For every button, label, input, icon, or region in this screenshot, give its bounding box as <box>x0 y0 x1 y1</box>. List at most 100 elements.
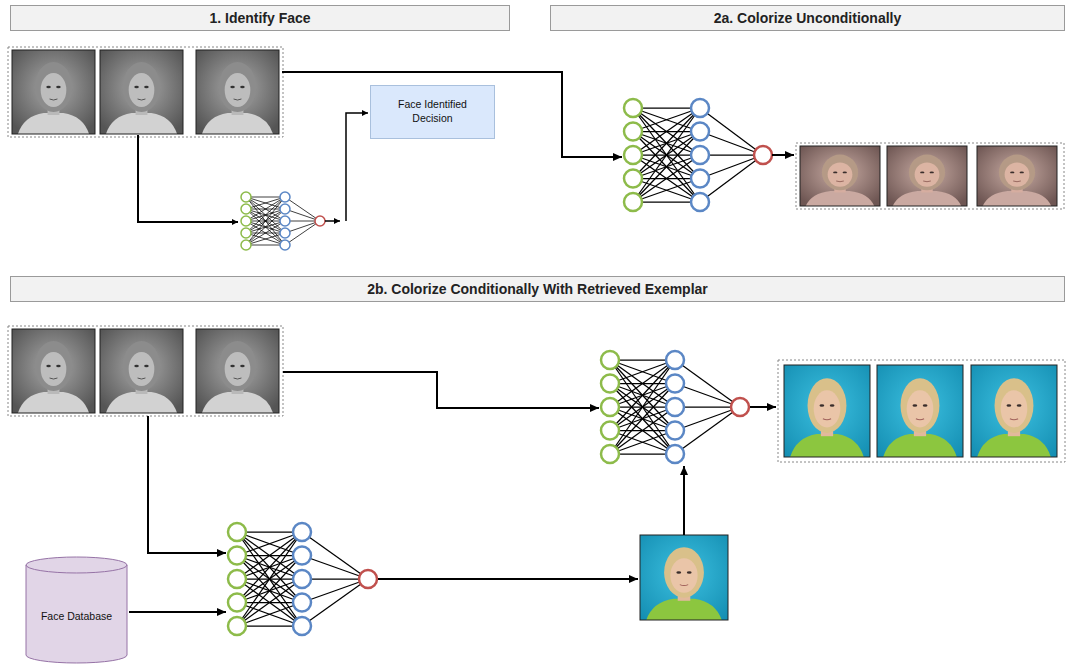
network-link <box>633 108 700 132</box>
input-neuron <box>601 351 619 369</box>
hidden-neuron <box>666 445 684 463</box>
network-link <box>633 108 700 179</box>
flow-arrow <box>138 135 238 222</box>
network-link <box>610 431 675 455</box>
section-header: 2b. Colorize Conditionally With Retrieve… <box>10 276 1065 302</box>
hidden-neuron <box>280 240 290 250</box>
hidden-neuron <box>691 170 709 188</box>
section-header: 2a. Colorize Unconditionally <box>550 5 1065 31</box>
input-neuron <box>241 204 251 214</box>
network-link <box>633 108 700 132</box>
colorized-face-image <box>784 365 870 457</box>
flow-arrow <box>378 578 638 580</box>
network-link <box>246 197 285 233</box>
network-link <box>675 407 740 431</box>
image-border <box>100 329 183 413</box>
gray-face-image <box>12 50 95 134</box>
network-link <box>237 556 302 627</box>
input-neuron <box>241 228 251 238</box>
input-neuron <box>241 192 251 202</box>
network-link <box>246 197 285 198</box>
flow-arrow <box>346 113 368 221</box>
section-header: 1. Identify Face <box>10 5 510 31</box>
input-neuron <box>624 170 642 188</box>
input-neuron <box>624 146 642 164</box>
flow-arrow <box>282 72 622 157</box>
input-neuron <box>228 570 246 588</box>
cylinder-body <box>26 557 127 663</box>
network-link <box>633 132 700 203</box>
neural-networks <box>228 99 772 635</box>
decision-box: Face Identified Decision <box>370 85 495 139</box>
hidden-neuron <box>280 204 290 214</box>
gray-face-image <box>100 329 183 413</box>
hidden-neuron <box>293 523 311 541</box>
input-neuron <box>228 547 246 565</box>
image-border <box>877 365 963 457</box>
network-link <box>246 233 285 245</box>
network-link <box>246 197 285 233</box>
output-neuron <box>754 146 772 164</box>
network-link <box>246 221 285 245</box>
cylinder-shape <box>25 556 128 664</box>
network-link <box>237 532 302 556</box>
input-neuron <box>228 523 246 541</box>
network-link <box>246 221 285 245</box>
neural-network <box>228 523 377 635</box>
network-link <box>610 360 675 431</box>
network-link <box>246 245 285 246</box>
image-frame <box>8 47 283 137</box>
network-link <box>675 384 740 408</box>
output-neuron <box>359 570 377 588</box>
colorized-face-image <box>800 146 880 206</box>
network-link <box>610 360 675 431</box>
network-link <box>237 603 302 627</box>
network-link <box>610 360 675 384</box>
flow-arrow <box>325 220 340 222</box>
input-neuron <box>241 216 251 226</box>
image-border <box>12 50 95 134</box>
image-border <box>196 50 279 134</box>
network-link <box>610 384 675 455</box>
flow-arrow <box>772 154 794 156</box>
hidden-neuron <box>293 594 311 612</box>
cylinder-rim <box>26 565 127 573</box>
image-frame <box>8 326 283 416</box>
database-cylinder: Face Database <box>25 556 128 664</box>
exemplar-image <box>640 535 728 620</box>
node-text: 1. Identify Face <box>209 10 310 26</box>
input-neuron <box>624 99 642 117</box>
input-neuron <box>601 398 619 416</box>
network-link <box>246 197 285 221</box>
hidden-neuron <box>691 99 709 117</box>
hidden-neuron <box>691 123 709 141</box>
hidden-neuron <box>666 351 684 369</box>
hidden-neuron <box>293 570 311 588</box>
network-link <box>633 108 700 179</box>
input-neuron <box>601 375 619 393</box>
input-neuron <box>601 445 619 463</box>
hidden-neuron <box>280 192 290 202</box>
colorized-face-image <box>887 146 967 206</box>
network-link <box>237 532 302 556</box>
network-link <box>246 197 285 245</box>
neural-network <box>241 192 325 250</box>
gray-face-image <box>196 329 279 413</box>
hidden-neuron <box>293 547 311 565</box>
network-link <box>302 556 368 580</box>
network-link <box>610 360 675 384</box>
network-link <box>246 209 285 245</box>
output-neuron <box>315 216 325 226</box>
network-link <box>302 579 368 603</box>
gray-face-image <box>100 50 183 134</box>
network-link <box>633 179 700 203</box>
input-neuron <box>601 422 619 440</box>
hidden-neuron <box>280 228 290 238</box>
image-border <box>196 329 279 413</box>
node-text: Face Identified Decision <box>379 98 486 125</box>
hidden-neuron <box>691 193 709 211</box>
output-neuron <box>731 398 749 416</box>
hidden-neuron <box>293 617 311 635</box>
image-border <box>971 365 1057 457</box>
